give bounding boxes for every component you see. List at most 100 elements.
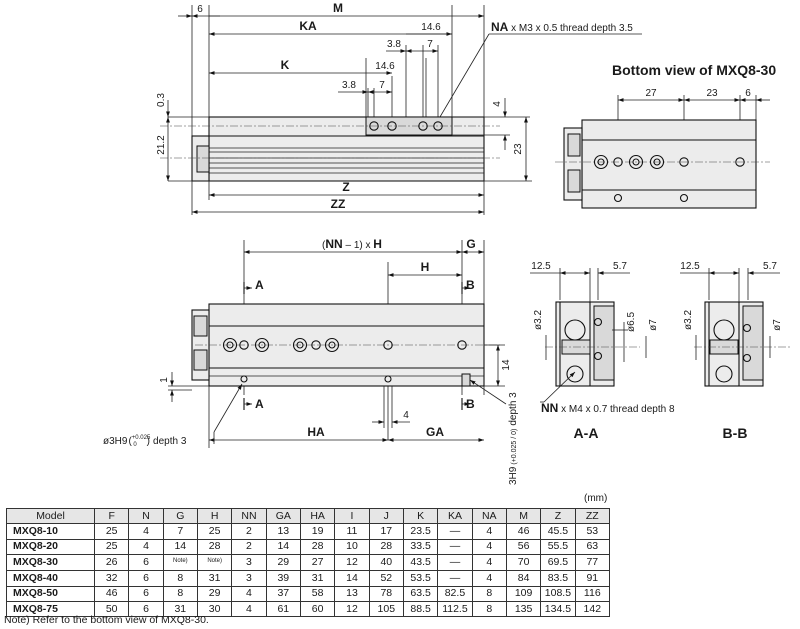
cell-z: 55.5 [540,538,576,555]
cell-ga: 29 [265,553,301,572]
header-k: K [402,507,439,525]
cell-k: 33.5 [402,538,439,555]
dim-ka: KA [299,19,317,33]
cell-nn: 3 [231,553,267,572]
dim-12-5-bb: 12.5 [680,261,700,272]
header-model: Model [6,507,95,525]
cell-n: 6 [128,570,164,587]
bottom-view-title: Bottom view of MXQ8-30 [612,62,776,78]
cell-ka: — [437,523,473,540]
unit-label: (mm) [584,493,608,504]
cell-ha: 60 [299,600,336,618]
header-na: NA [471,507,507,525]
cell-i: 11 [334,523,370,540]
header-i: I [334,507,370,525]
cell-zz: 91 [574,570,611,587]
dim-g: G [466,237,475,251]
slot-callout: 3H9(+0.025 / 0)depth 3 [508,392,519,485]
cell-ga: 39 [265,570,301,587]
cell-ka: 82.5 [437,585,473,602]
dim-nn-h: (NN – 1) x H [322,237,382,251]
dim-14-6-upper: 14.6 [421,22,441,33]
cell-f: 46 [93,585,130,602]
dim-7-lower: 7 [379,80,385,91]
table-header-row: Model F N G H NN GA HA I J K KA NA M Z Z… [6,507,611,525]
dim-phi-3-2-bb: ø3.2 [683,310,694,330]
cell-z: 83.5 [540,570,576,587]
cell-zz: 77 [574,553,611,572]
dim-zz: ZZ [331,197,346,211]
cell-m: 70 [505,553,542,572]
dim-0-3: 0.3 [156,93,167,107]
cell-zz: 53 [574,523,611,540]
cell-g: 8 [162,585,198,602]
cell-k: 53.5 [402,570,439,587]
cell-n: 4 [128,523,164,540]
model-cell: MXQ8-30 [6,553,95,572]
dim-4-side: 4 [403,410,409,421]
cell-ka: — [437,553,473,572]
cell-m: 56 [505,538,542,555]
cell-nn: 2 [231,538,267,555]
cell-k: 88.5 [402,600,439,618]
table-footnote: Note) Refer to the bottom view of MXQ8-3… [4,614,209,626]
cell-m: 135 [505,600,542,618]
cell-z: 108.5 [540,585,576,602]
model-cell: MXQ8-10 [6,523,95,540]
section-b-b: 12.5 5.7 ø3.2 ø7 B-B [680,261,790,441]
header-f: F [93,507,130,525]
bottom-view: Bottom view of MXQ8-30 27 23 6 [555,62,776,209]
cell-f: 26 [93,553,130,572]
note-mark: Note) [207,557,222,564]
cell-f: 32 [93,570,130,587]
dim-14: 14 [501,359,512,371]
cell-h: 28 [196,538,233,555]
cell-n: 6 [128,553,164,572]
dim-z: Z [342,180,349,194]
cell-f: 25 [93,523,130,540]
note-mark: Note) [172,557,188,564]
section-aa-thread-callout: NN x M4 x 0.7 thread depth 8 [541,401,675,415]
cell-m: 46 [505,523,542,540]
header-ga: GA [265,507,301,525]
cell-z: 134.5 [540,600,576,618]
model-cell: MXQ8-40 [6,570,95,587]
cell-ga: 14 [265,538,301,555]
cell-nn: 2 [231,523,267,540]
cell-k: 43.5 [402,553,439,572]
cell-j: 52 [368,570,404,587]
cell-i: 12 [334,553,370,572]
cell-g: 7 [162,523,198,540]
dim-k: K [281,58,290,72]
na-callout: NA x M3 x 0.5 thread depth 3.5 [491,20,633,34]
cell-g: 8 [162,570,198,587]
cell-ga: 61 [265,600,301,618]
section-a-top: A [255,278,264,292]
header-ha: HA [299,507,336,525]
dim-21-2: 21.2 [156,135,167,155]
cell-ha: 28 [299,538,336,555]
top-view: M 6 KA 14.6 3.8 7 K 14.6 3.8 7 NA x M3 x… [156,1,642,215]
cell-ha: 19 [299,523,336,540]
cell-i: 10 [334,538,370,555]
dim-phi-7-aa: ø7 [648,319,659,331]
dim-5-7-bb: 5.7 [763,261,777,272]
dim-3-8-lower: 3.8 [342,80,356,91]
cell-n: 4 [128,538,164,555]
side-view: (NN – 1) x H G H A B [103,237,519,485]
dim-14-6-lower: 14.6 [375,61,395,72]
dim-27: 27 [645,88,657,99]
cell-i: 14 [334,570,370,587]
dim-5-7-aa: 5.7 [613,261,627,272]
cell-ga: 37 [265,585,301,602]
cell-ha: 27 [299,553,336,572]
dim-6-bottom: 6 [745,88,751,99]
dim-h: H [421,260,430,274]
cell-h: 29 [196,585,233,602]
cell-k: 23.5 [402,523,439,540]
cell-m: 84 [505,570,542,587]
